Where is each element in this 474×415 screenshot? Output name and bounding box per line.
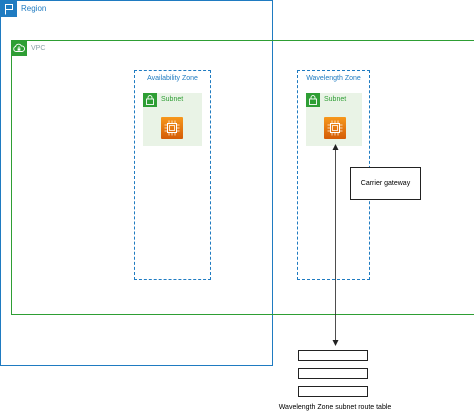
vpc-container (11, 40, 474, 315)
availability-zone-label: Availability Zone (147, 75, 198, 82)
cloud-lock-icon (11, 40, 27, 56)
region-label: Region (21, 4, 47, 13)
flag-icon (1, 1, 17, 17)
route-table-row (298, 386, 368, 397)
wavelength-zone-label: Wavelength Zone (306, 75, 361, 82)
carrier-gateway-label: Carrier gateway (360, 180, 411, 187)
vpc-label: VPC (31, 45, 46, 52)
ec2-instance-icon (324, 117, 346, 139)
availability-zone: Availability Zone (134, 70, 211, 280)
route-table-row (298, 350, 368, 361)
lock-icon (306, 93, 320, 107)
region-container: Region (0, 0, 273, 366)
route-table-caption: Wavelength Zone subnet route table (278, 404, 392, 411)
subnet-label: Subnet (324, 96, 347, 103)
carrier-gateway-box: Carrier gateway (350, 167, 421, 200)
ec2-instance-icon (161, 117, 183, 139)
lock-icon (143, 93, 157, 107)
subnet-label: Subnet (161, 96, 184, 103)
route-table-row (298, 368, 368, 379)
